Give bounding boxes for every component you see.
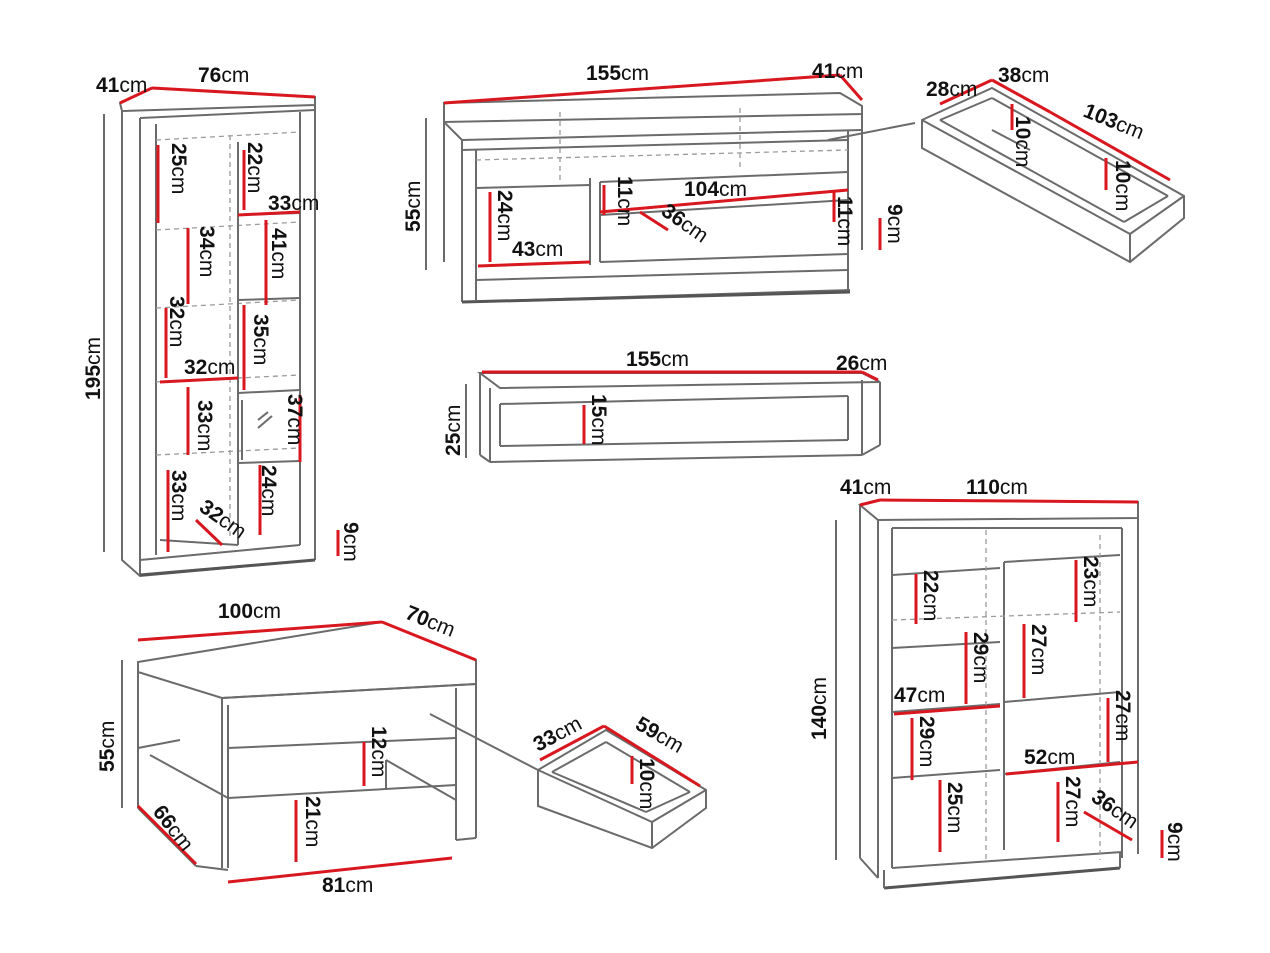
- sideboard-right-bottom-label: 27cm: [1061, 776, 1084, 827]
- tv-left-opening-width-label: 43cm: [512, 238, 563, 261]
- table-height-label: 55cm: [96, 721, 119, 772]
- table-clearance-label: 21cm: [301, 796, 324, 847]
- tall-left-shelf-5-label: 33cm: [167, 470, 190, 521]
- tv-left-opening-height-label: 24cm: [493, 190, 516, 241]
- tv-plinth-label: 9cm: [883, 204, 906, 244]
- tv-drawer-depth-label: 28cm: [926, 78, 977, 101]
- tv-stand-labels: 155cm 41cm 55cm 24cm 43cm 11cm 104cm 36c…: [402, 60, 906, 261]
- sideboard-left-inner-width-label: 47cm: [894, 684, 945, 707]
- tall-left-shelf-1-label: 25cm: [167, 143, 190, 194]
- wall-shelf-labels: 155cm 26cm 25cm 15cm: [442, 348, 887, 456]
- coffee-drawer-height-label: 10cm: [635, 758, 658, 809]
- tall-cabinet-dimension-lines: [119, 86, 340, 556]
- tv-depth-label: 41cm: [812, 60, 863, 83]
- tall-right-inner-width-label: 33cm: [268, 192, 319, 215]
- tall-left-inner-width-label: 32cm: [184, 356, 235, 379]
- tv-stand-dimension-lines: [443, 73, 882, 268]
- tv-drawer-inner-height-label: 10cm: [1011, 116, 1034, 167]
- table-depth-label: 70cm: [402, 601, 458, 642]
- tv-drawer-depth-label: 36cm: [657, 199, 712, 247]
- tv-drawer-height-label: 10cm: [1111, 160, 1134, 211]
- sideboard-width-label: 110cm: [966, 476, 1028, 499]
- tall-right-shelf-1-label: 22cm: [243, 142, 266, 193]
- sideboard-left-mid-label: 29cm: [969, 632, 992, 683]
- tall-right-shelf-5-label: 24cm: [257, 465, 280, 516]
- tall-depth-label: 41cm: [96, 74, 147, 97]
- sideboard-left-top-label: 22cm: [919, 570, 942, 621]
- coffee-table-dimension-lines: [136, 620, 477, 884]
- tall-inner-depth-label: 32cm: [195, 495, 250, 543]
- tv-drawer-labels: 28cm 38cm 103cm 10cm 10cm: [926, 64, 1147, 211]
- wall-shelf-drawing: [465, 372, 881, 463]
- tv-right-height-label: 11cm: [833, 196, 856, 246]
- sideboard-depth-label: 41cm: [840, 476, 891, 499]
- sideboard-right-mid-label: 27cm: [1027, 624, 1050, 675]
- tall-plinth-label: 9cm: [339, 522, 362, 562]
- table-inner-width-label: 81cm: [322, 874, 373, 897]
- table-width-label: 100cm: [218, 600, 281, 623]
- sideboard-plinth-label: 9cm: [1163, 822, 1186, 862]
- shelf-depth-label: 26cm: [836, 352, 887, 375]
- tv-drawer-drawing: [921, 86, 1185, 264]
- shelf-inner-height-label: 15cm: [587, 394, 610, 445]
- tv-drawer-side-label: 38cm: [998, 64, 1049, 87]
- tall-right-shelf-3-label: 35cm: [249, 314, 272, 365]
- tv-height-label: 55cm: [402, 181, 425, 232]
- coffee-drawer-drawing: [537, 728, 707, 850]
- coffee-table-labels: 100cm 70cm 55cm 66cm 12cm 21cm 81cm: [96, 600, 458, 897]
- tv-drawer-front-height-label: 11cm: [613, 176, 636, 226]
- tall-right-shelf-2-label: 41cm: [267, 228, 290, 279]
- wall-shelf-dimension-lines: [482, 370, 879, 444]
- tall-left-shelf-2-label: 34cm: [195, 226, 218, 277]
- table-leg-depth-label: 66cm: [148, 801, 198, 856]
- shelf-height-label: 25cm: [442, 405, 465, 456]
- tv-drawer-width-label: 104cm: [684, 178, 747, 201]
- sideboard-inner-depth-label: 36cm: [1087, 785, 1142, 833]
- tall-width-label: 76cm: [198, 64, 249, 87]
- tv-drawer-dimension-lines: [939, 78, 1171, 190]
- tv-drawer-length-label: 103cm: [1080, 99, 1147, 144]
- sideboard-right-upper-side-label: 27cm: [1111, 690, 1134, 741]
- tv-stand-drawing: [425, 91, 916, 304]
- sideboard-right-inner-width-label: 52cm: [1024, 746, 1075, 769]
- sideboard-right-top-label: 23cm: [1079, 556, 1102, 607]
- table-drawer-height-label: 12cm: [367, 726, 390, 777]
- sideboard-height-label: 140cm: [808, 677, 831, 740]
- tall-left-shelf-4-label: 33cm: [193, 400, 216, 451]
- sideboard-drawing: [835, 498, 1139, 890]
- tall-height-label: 195cm: [82, 337, 105, 400]
- sideboard-left-bottom-label: 25cm: [943, 782, 966, 833]
- sideboard-labels: 41cm 110cm 140cm 22cm 29cm 47cm 29cm 25c…: [808, 476, 1186, 862]
- sideboard-left-lower-label: 29cm: [915, 716, 938, 767]
- coffee-drawer-dimension-lines: [539, 724, 701, 788]
- tall-cabinet-labels: 41cm 76cm 195cm 25cm 34cm 32cm 32cm 33cm…: [82, 64, 362, 562]
- shelf-width-label: 155cm: [626, 348, 689, 371]
- sideboard-dimension-lines: [859, 498, 1164, 858]
- tall-right-shelf-4-label: 37cm: [283, 394, 306, 445]
- tv-width-label: 155cm: [586, 62, 649, 85]
- tall-left-shelf-3-label: 32cm: [165, 296, 188, 347]
